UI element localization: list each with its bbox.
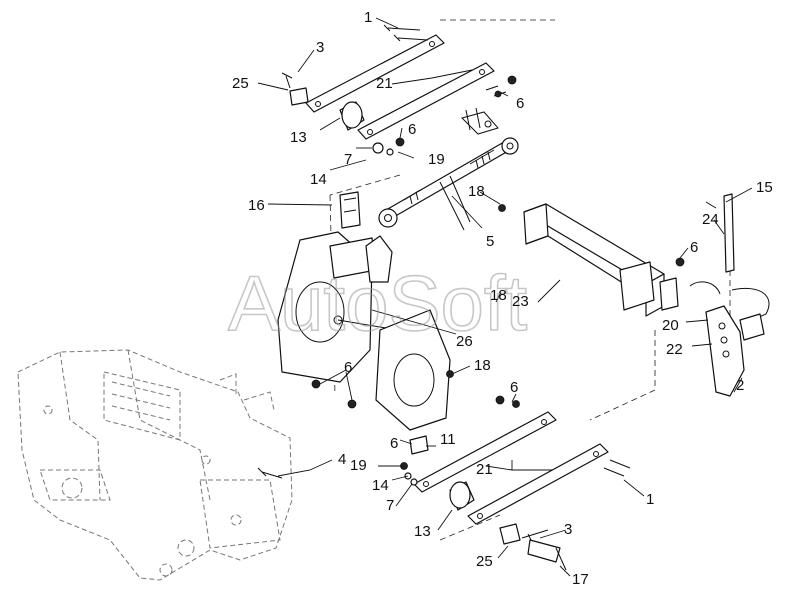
callout-6: 6 (510, 379, 518, 396)
callout-15: 15 (756, 179, 773, 196)
callout-6: 6 (390, 435, 398, 452)
callout-21: 21 (476, 461, 493, 478)
callout-1: 1 (364, 9, 372, 26)
callout-24: 24 (702, 211, 719, 228)
leader-lines (257, 17, 753, 577)
callout-20: 20 (662, 317, 679, 334)
turnbuckle-rod (339, 137, 519, 231)
crossbar-beam (498, 203, 685, 317)
callout-11: 11 (440, 431, 456, 448)
callout-6: 6 (344, 359, 352, 376)
callout-3: 3 (316, 39, 324, 56)
callout-21: 21 (376, 75, 393, 92)
callout-25: 25 (476, 553, 493, 570)
callout-14: 14 (310, 171, 327, 188)
callout-23: 23 (512, 293, 529, 310)
callout-22: 22 (666, 341, 683, 358)
callout-18: 18 (474, 357, 491, 374)
callout-25: 25 (232, 75, 249, 92)
callout-13: 13 (290, 129, 307, 146)
tractor-front-frame (17, 349, 293, 581)
upper-bars (281, 24, 517, 156)
callout-labels: 1 3 25 21 6 13 6 7 19 14 16 18 5 15 24 6… (232, 9, 773, 588)
callout-18: 18 (468, 183, 485, 200)
callout-5: 5 (486, 233, 494, 250)
watermark-text: AutoSoft (228, 259, 528, 347)
callout-16: 16 (248, 197, 265, 214)
callout-3: 3 (564, 521, 572, 538)
lower-bars (257, 395, 631, 571)
callout-19: 19 (428, 151, 445, 168)
callout-6: 6 (516, 95, 524, 112)
callout-7: 7 (386, 497, 394, 514)
callout-2: 2 (736, 377, 744, 394)
callout-7: 7 (344, 151, 352, 168)
callout-18: 18 (490, 287, 507, 304)
callout-1: 1 (646, 491, 654, 508)
callout-14: 14 (372, 477, 389, 494)
callout-4: 4 (338, 451, 346, 468)
callout-6: 6 (690, 239, 698, 256)
callout-19: 19 (350, 457, 367, 474)
callout-26: 26 (456, 333, 473, 350)
callout-13: 13 (414, 523, 431, 540)
callout-17: 17 (572, 571, 589, 588)
callout-6: 6 (408, 121, 416, 138)
tow-hook (689, 193, 770, 397)
central-brackets (277, 231, 454, 431)
